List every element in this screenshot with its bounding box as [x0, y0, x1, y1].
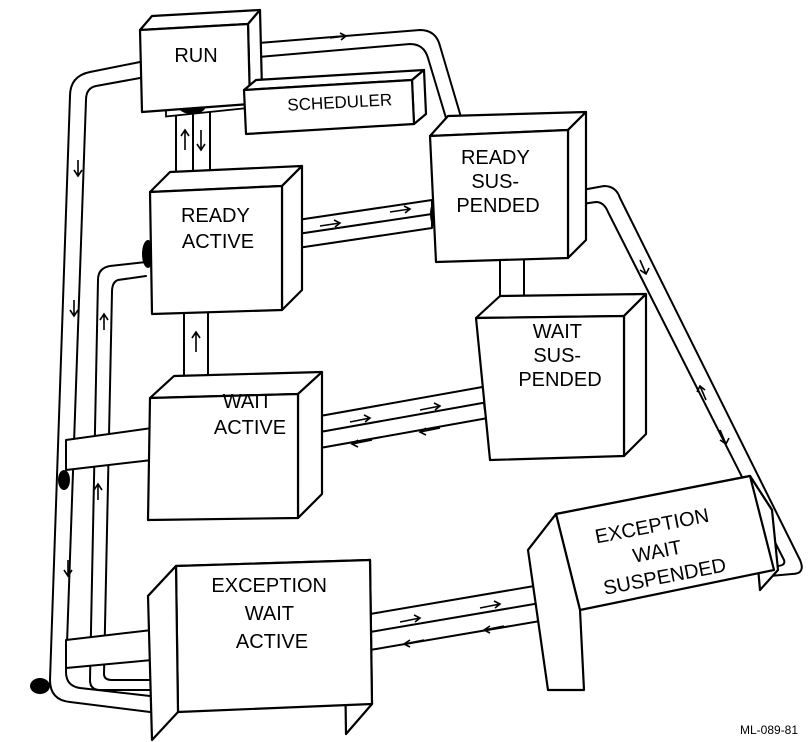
node-exception-wait-suspended: EXCEPTION WAIT SUSPENDED	[526, 474, 780, 692]
node-wait-active: WAIT ACTIVE	[146, 370, 324, 522]
ready-suspended-label: READY SUS- PENDED	[456, 147, 539, 217]
ra-rs-connector	[283, 199, 433, 251]
node-ready-suspended: READY SUS- PENDED	[428, 110, 588, 264]
node-exception-wait-active: EXCEPTION WAIT ACTIVE	[146, 558, 374, 742]
outer-left-pipe	[49, 61, 151, 713]
ready-active-label: READY ACTIVE	[181, 205, 255, 253]
figure-id: ML-089-81	[740, 723, 798, 737]
wa-ws-connector	[319, 385, 489, 449]
outer-right-pipe	[245, 29, 803, 577]
node-scheduler: SCHEDULER	[242, 68, 428, 136]
wait-suspended-label: WAIT SUS- PENDED	[518, 321, 601, 391]
wait-active-label: WAIT ACTIVE	[214, 391, 286, 439]
ewa-ews-connector	[369, 583, 547, 651]
node-ready-active: READY ACTIVE	[148, 164, 304, 316]
exception-wait-active-label: EXCEPTION WAIT ACTIVE	[211, 575, 332, 653]
run-label: RUN	[174, 45, 217, 67]
left-stubs	[65, 427, 153, 669]
node-wait-suspended: WAIT SUS- PENDED	[474, 292, 648, 462]
flow-arrows	[63, 32, 730, 578]
ra-wa-connector	[183, 305, 209, 377]
